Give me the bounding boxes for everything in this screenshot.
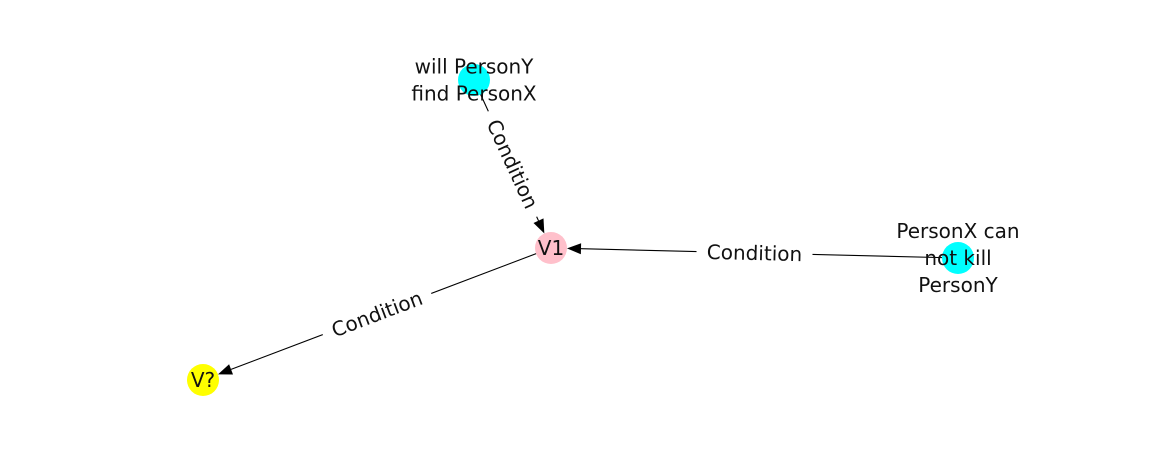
edge-arrowhead-n_v1-to-n_vq [217,364,234,375]
edge-arrowhead-n_kill-to-n_v1 [566,243,582,255]
node-label-line: V1 [538,236,564,260]
node-circle-n_v1 [535,232,567,264]
node-circle-n_kill [942,242,974,274]
edge-label: Condition [482,116,544,213]
node-label-n_find: will PersonY find PersonX [411,55,537,106]
node-circle-n_vq [187,364,219,396]
edge-label-group: Condition [317,280,437,348]
edge-label-background [696,237,813,269]
nodes-layer [187,64,974,396]
edge-label-group: Condition [475,105,550,223]
node-labels-layer: will PersonY find PersonX V1 PersonX can not… [191,55,1020,393]
edge-label-background [317,280,437,348]
node-label-line: PersonX can [896,219,1019,243]
edge-arrowhead-n_find-to-n_v1 [533,218,545,234]
node-label-n_v1: V1 [538,236,564,260]
edge-label: Condition [706,240,802,266]
node-label-line: V? [191,368,215,392]
node-label-line: not kill [924,246,991,270]
node-label-line: PersonY [918,273,998,297]
node-label-n_vq: V? [191,368,215,392]
node-label-line: find PersonX [411,82,537,106]
edge-label-group: Condition [696,237,813,269]
node-label-line: will PersonY [415,55,535,79]
edge-label-background [475,105,550,223]
node-circle-n_find [458,64,490,96]
